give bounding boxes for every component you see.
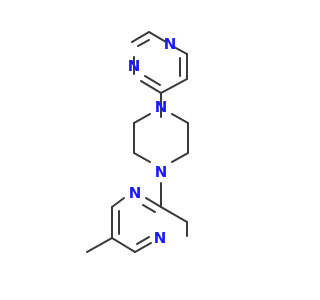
bond: [173, 46, 188, 55]
atom-label-n: N: [129, 184, 142, 202]
bond: [133, 113, 151, 124]
bond: [133, 152, 151, 163]
bond: [134, 242, 152, 253]
methyl-bond: [86, 237, 113, 253]
bond: [136, 236, 150, 245]
atom-label-n: N: [128, 57, 141, 75]
molecule-diagram: N N N N N N: [86, 31, 189, 253]
atom-label-n: N: [155, 98, 168, 116]
bond: [145, 197, 162, 208]
structure-drawing: N N N N N N: [86, 31, 189, 253]
bond: [171, 113, 189, 124]
piperazine-ring: [133, 113, 189, 163]
bond: [160, 206, 188, 223]
pyrazine-ring: [111, 197, 188, 253]
atom-label-n: N: [154, 229, 167, 247]
bond: [171, 152, 189, 163]
bond: [160, 78, 188, 94]
atom-label-n: N: [155, 163, 168, 181]
bond: [111, 197, 125, 208]
bond: [131, 31, 150, 43]
bond: [140, 80, 162, 94]
bond: [144, 75, 161, 86]
bond: [111, 237, 136, 253]
pyrimidine-ring: [131, 31, 188, 94]
atom-label-n: N: [164, 35, 177, 53]
bond: [148, 31, 167, 43]
bond: [137, 39, 150, 47]
bond: [142, 204, 156, 213]
